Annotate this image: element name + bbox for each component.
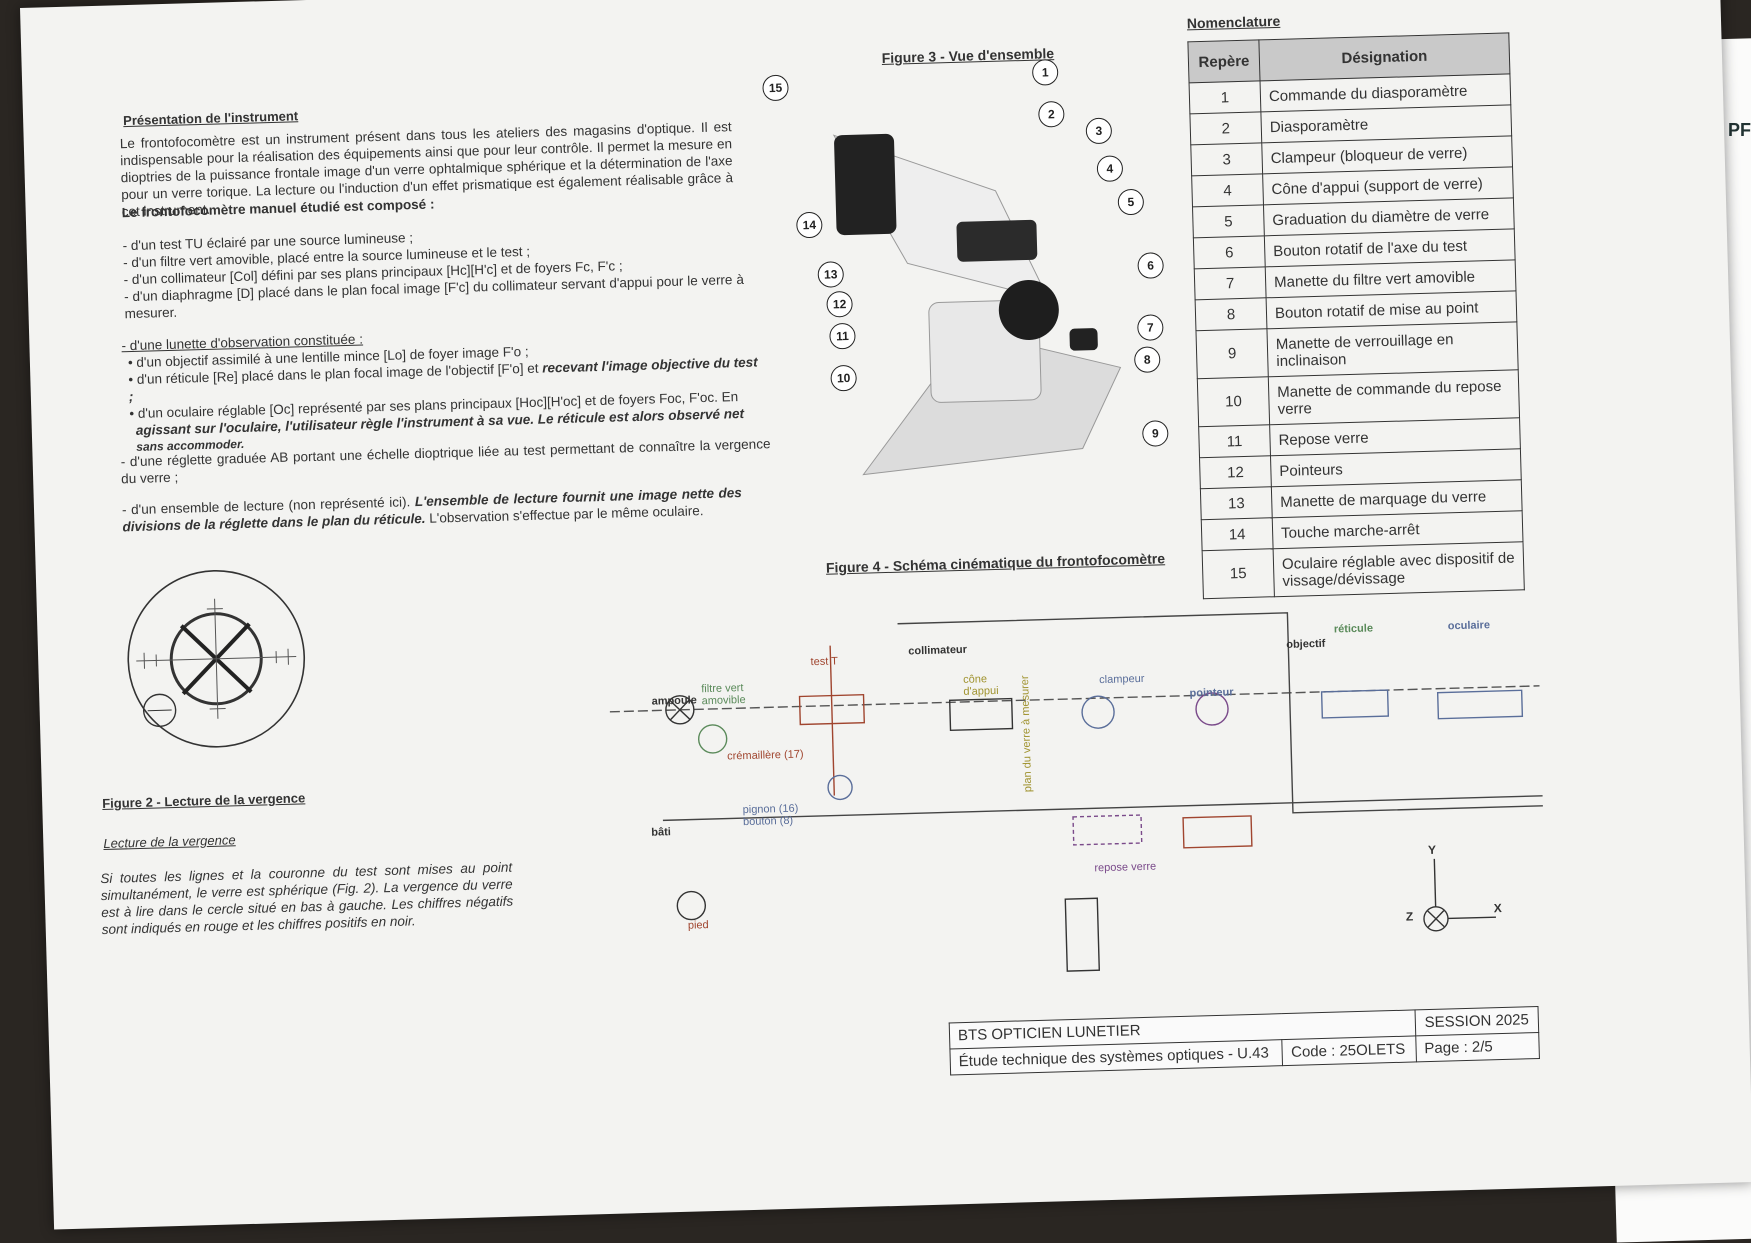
- label-cone: cône d'appui: [963, 672, 1024, 698]
- axis-x-label: X: [1494, 901, 1502, 915]
- cell-repere: 4: [1192, 174, 1264, 207]
- instrument-illustration: [812, 66, 1184, 516]
- repose-actuator: [1065, 898, 1099, 971]
- page-number: Page : 2/5: [1416, 1032, 1540, 1061]
- eyepiece-symbol: [1438, 690, 1523, 718]
- header-designation: Désignation: [1259, 33, 1510, 81]
- title-block: BTS OPTICIEN LUNETIER SESSION 2025 Étude…: [949, 1006, 1540, 1075]
- repose-symbol: [1073, 815, 1142, 845]
- vergence-dial: [113, 556, 319, 762]
- cell-repere: 13: [1200, 487, 1272, 520]
- filter-symbol: [698, 725, 727, 754]
- fig2-caption: Figure 2 - Lecture de la vergence: [102, 790, 305, 811]
- composition-list: - d'un test TU éclairé par une source lu…: [122, 220, 744, 322]
- label-repose: repose verre: [1094, 861, 1156, 875]
- reticle-symbol: [1322, 690, 1389, 718]
- label-ampoule: ampoule: [651, 694, 697, 707]
- document-page: Présentation de l'instrument Le frontofo…: [20, 0, 1751, 1230]
- fig3-caption: Figure 3 - Vue d'ensemble: [882, 45, 1055, 66]
- cell-repere: 7: [1194, 267, 1266, 300]
- clamp-symbol: [1082, 696, 1115, 729]
- cell-repere: 12: [1200, 456, 1272, 489]
- cone-symbol: [950, 699, 1013, 731]
- fig2-subtitle: Lecture de la vergence: [103, 832, 236, 851]
- fig2-text: Si toutes les lignes et la couronne du t…: [100, 859, 514, 938]
- lock-lever: [1069, 328, 1098, 351]
- label-oculaire: oculaire: [1448, 619, 1491, 632]
- axis-z-label: Z: [1406, 909, 1414, 923]
- frame-top: [898, 606, 1543, 824]
- intro-title: Présentation de l'instrument: [123, 108, 298, 128]
- lens-stage: [956, 220, 1037, 262]
- exam-code: Code : 25OLETS: [1282, 1036, 1416, 1066]
- label-filtre: filtre vert amovible: [701, 681, 772, 707]
- lunette-block: - d'une lunette d'observation constituée…: [121, 319, 764, 456]
- fig4-caption: Figure 4 - Schéma cinématique du frontof…: [826, 550, 1165, 575]
- pointer-base-symbol: [1183, 816, 1252, 848]
- label-reticule: réticule: [1334, 622, 1373, 635]
- cell-repere: 2: [1190, 112, 1262, 145]
- axis-y-label: Y: [1428, 843, 1436, 857]
- label-objectif: objectif: [1286, 638, 1325, 651]
- cell-repere: 1: [1189, 81, 1261, 114]
- session: SESSION 2025: [1415, 1007, 1539, 1036]
- cell-repere: 10: [1197, 377, 1269, 427]
- nomenclature-title: Nomenclature: [1187, 13, 1281, 32]
- label-test: test T: [810, 655, 838, 668]
- label-clampeur: clampeur: [1099, 673, 1145, 686]
- label-pointeur: pointeur: [1189, 686, 1233, 699]
- label-pied: pied: [688, 919, 709, 932]
- foot-symbol: [677, 891, 706, 920]
- cell-repere: 11: [1199, 425, 1271, 458]
- cell-repere: 9: [1196, 329, 1268, 379]
- cell-repere: 15: [1202, 549, 1274, 599]
- cell-repere: 3: [1191, 143, 1263, 176]
- callout-15: 15: [762, 75, 789, 102]
- header-repere: Repère: [1188, 40, 1260, 83]
- label-bati: bâti: [651, 826, 671, 839]
- eyepiece: [834, 134, 897, 236]
- cell-designation: Manette de verrouillage en inclinaison: [1267, 322, 1518, 377]
- cell-repere: 6: [1193, 236, 1265, 269]
- label-cremaillere: crémaillère (17): [727, 748, 804, 762]
- cell-designation: Manette de commande du repose verre: [1268, 370, 1519, 425]
- cell-repere: 14: [1201, 518, 1273, 551]
- cell-repere: 5: [1193, 205, 1265, 238]
- next-sheet-text: PF: [1728, 120, 1751, 141]
- label-collimateur: collimateur: [908, 644, 967, 658]
- cell-repere: 8: [1195, 298, 1267, 331]
- kinematic-schematic: [597, 585, 1567, 992]
- lecture-item: - d'un ensemble de lecture (non représen…: [122, 484, 743, 535]
- label-bouton: bouton (8): [743, 815, 793, 828]
- pinion-symbol: [828, 775, 853, 800]
